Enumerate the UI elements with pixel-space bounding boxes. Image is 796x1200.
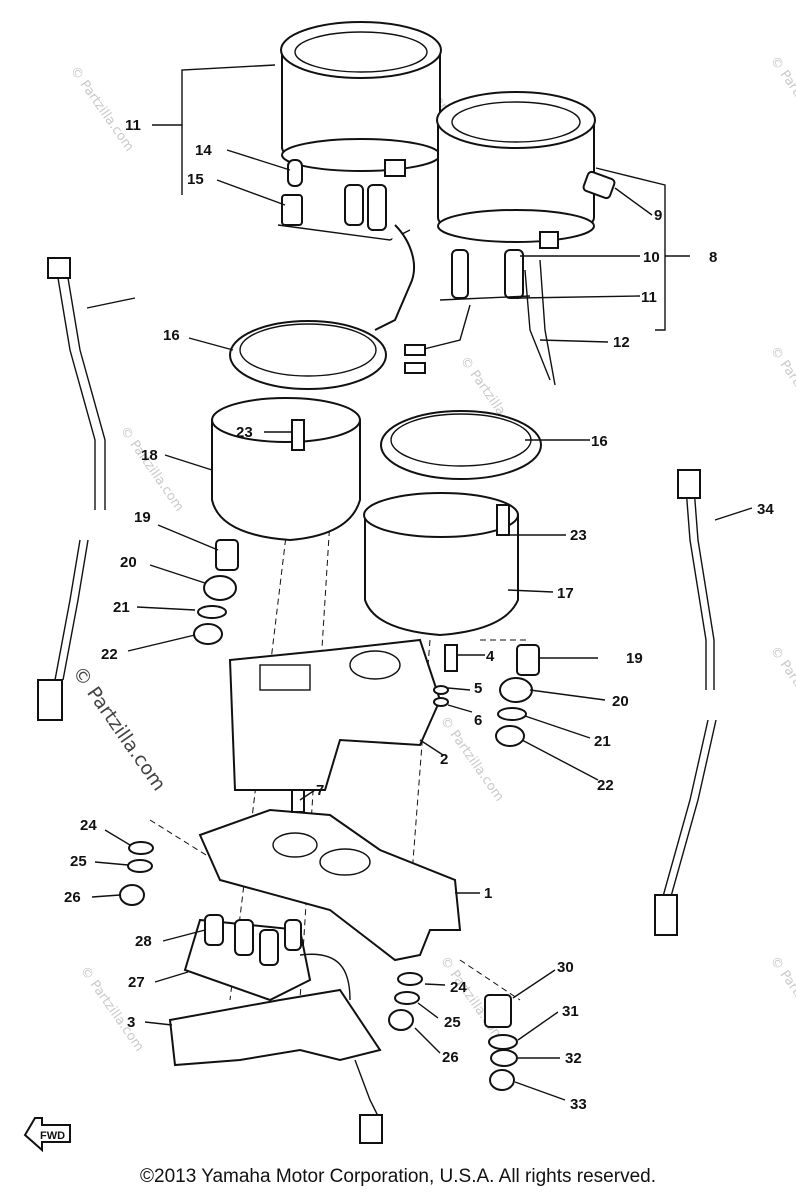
meter-cases [211,397,519,637]
watermark: © Partzilla.com [767,344,796,435]
callout-12: 12 [613,334,630,351]
callout-10: 10 [643,249,660,266]
watermark: © Partzilla.com [767,54,796,145]
watermark: © Partzilla.com [67,64,137,155]
copyright-notice: ©2013 Yamaha Motor Corporation, U.S.A. A… [140,1166,656,1187]
callout-21-right: 21 [594,733,611,750]
speedo-cable [37,257,106,721]
callout-18: 18 [141,447,158,464]
rubber-rings [229,320,542,480]
callout-8: 8 [709,249,717,266]
callout-16-left: 16 [163,327,180,344]
watermark-dark: © Partzilla.com [68,662,170,795]
callout-24-right: 24 [450,979,467,996]
callout-1: 1 [484,885,492,902]
watermark: © Partzilla.com [767,644,796,735]
speedometer-assembly [280,21,442,177]
callout-23-left: 23 [236,424,253,441]
tacho-bulb-sockets [404,249,556,386]
callout-20-left: 20 [120,554,137,571]
left-washer-stack [119,841,154,906]
callout-7: 7 [316,782,324,799]
fwd-label: FWD [40,1130,65,1142]
callout-26-left: 26 [64,889,81,906]
fwd-arrow: FWD [23,1117,71,1153]
callout-16-right: 16 [591,433,608,450]
indicator-housing [183,914,351,1002]
callout-19-right: 19 [626,650,643,667]
callout-19-left: 19 [134,509,151,526]
watermark: © Partzilla.com [767,954,796,1045]
callout-31: 32 [565,1050,582,1067]
callout-24-left: 24 [80,817,97,834]
right-washer-stack [388,972,518,1091]
callout-4: 4 [486,648,495,665]
bolts-23 [291,419,510,536]
callout-25-right: 25 [444,1014,461,1031]
callout-25-left: 25 [70,853,87,870]
callout-labels: 11 14 15 9 10 8 11 12 16 23 18 16 34 19 … [64,117,774,1113]
watermark: © Partzilla.com [117,424,187,515]
indicator-base [168,988,383,1144]
callout-32: 33 [570,1096,587,1113]
callout-13: 11 [125,117,141,134]
callout-28: 28 [135,933,152,950]
callout-29: 30 [557,959,574,976]
callout-30: 31 [562,1003,579,1020]
handle-crown [198,789,462,962]
callout-17: 17 [557,585,574,602]
callout-3: 3 [127,1014,135,1031]
leader-lines [86,64,753,1101]
left-grommet-stack [193,539,239,645]
callout-27: 27 [128,974,145,991]
callout-22-left: 22 [101,646,118,663]
callout-2: 2 [440,751,448,768]
callout-5: 5 [474,680,482,697]
right-grommet-stack [495,644,540,747]
callout-23-right: 23 [570,527,587,544]
callout-21-left: 21 [113,599,130,616]
callout-6: 6 [474,712,482,729]
tachometer-assembly [436,91,616,249]
callout-15: 15 [187,171,204,188]
callout-26-right: 26 [442,1049,459,1066]
callout-11: 11 [641,289,657,306]
callout-33: 34 [757,501,774,518]
meter-bracket [228,638,458,791]
callout-20-right: 20 [612,693,629,710]
tacho-cable [654,469,717,936]
callout-9: 9 [654,207,662,224]
callout-14: 14 [195,142,212,159]
callout-22-right: 22 [597,777,614,794]
speedo-bulb-sockets [277,159,415,331]
